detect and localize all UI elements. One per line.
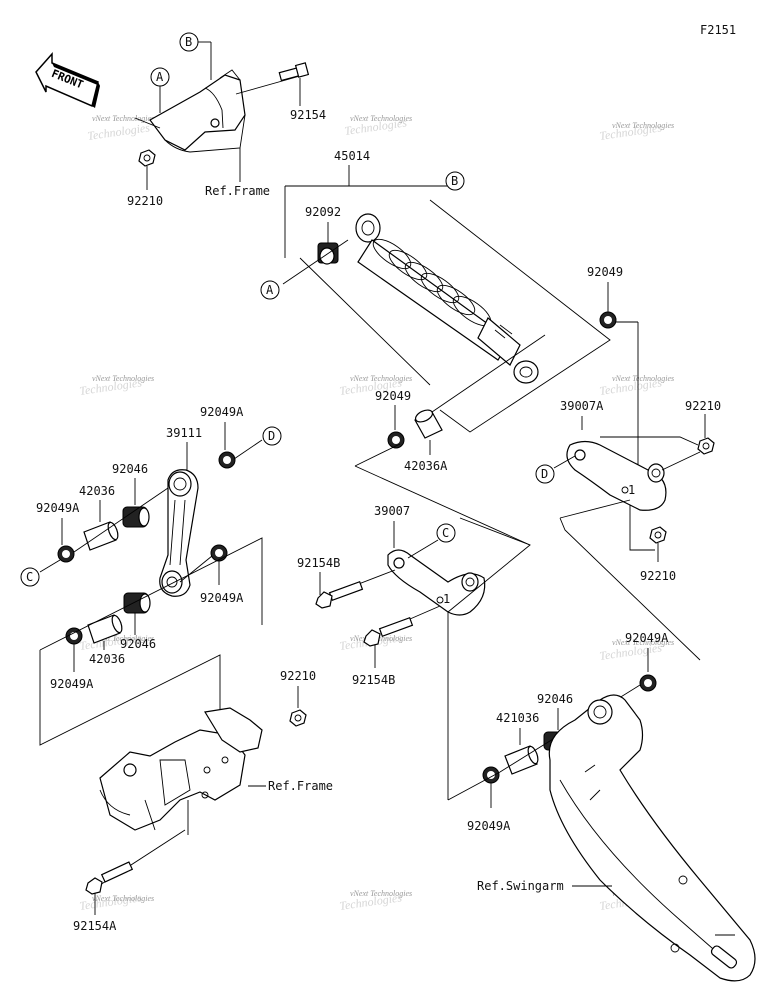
washer-92049A-sw-top [639, 674, 657, 692]
label-42036-lower: 42036 [89, 652, 125, 666]
callout-B-top: B [179, 32, 199, 52]
svg-text:vNext Technologies: vNext Technologies [92, 634, 154, 643]
label-92210-lower: 92210 [280, 669, 316, 683]
svg-text:C: C [442, 526, 449, 540]
callout-C-left: C [20, 567, 40, 587]
label-92049-mid: 92049 [375, 389, 411, 403]
svg-text:A: A [266, 283, 274, 297]
washer-92049A-left [57, 545, 75, 563]
lower-frame-mount [99, 707, 263, 831]
svg-text:vNext Technologies: vNext Technologies [612, 638, 674, 647]
collar-42036-left [83, 521, 119, 551]
label-92049A-lower: 92049A [50, 677, 94, 691]
nut-92210-right2 [649, 526, 667, 544]
label-92049A-sw-top: 92049A [625, 631, 669, 645]
ref-swingarm: Ref.Swingarm [477, 879, 564, 893]
label-42036-left: 42036 [79, 484, 115, 498]
svg-text:B: B [451, 174, 458, 188]
svg-text:vNext Technologies: vNext Technologies [350, 634, 412, 643]
label-92049A-link: 92049A [200, 591, 244, 605]
label-42036A: 42036A [404, 459, 448, 473]
svg-text:D: D [541, 467, 548, 481]
svg-text:1: 1 [628, 483, 635, 497]
svg-text:vNext Technologies: vNext Technologies [92, 894, 154, 903]
label-92049A-sw-bot: 92049A [467, 819, 511, 833]
ref-frame-bottom: Ref.Frame [268, 779, 333, 793]
label-92154B-a: 92154B [297, 556, 340, 570]
bolt-92154A [85, 829, 186, 895]
washer-92049A-sw-bot [482, 766, 500, 784]
svg-text:B: B [185, 35, 192, 49]
svg-text:vNext Technologies: vNext Technologies [350, 889, 412, 898]
svg-text:1: 1 [443, 592, 450, 606]
tie-rod-39007A: 1 [566, 440, 667, 511]
collar-421036 [504, 745, 539, 775]
label-39007A: 39007A [560, 399, 604, 413]
label-39007: 39007 [374, 504, 410, 518]
svg-text:D: D [268, 429, 275, 443]
swingarm [548, 694, 756, 982]
svg-text:vNext Technologies: vNext Technologies [92, 374, 154, 383]
label-92092: 92092 [305, 205, 341, 219]
bolt-92154B-b [363, 605, 441, 647]
label-92046-left: 92046 [112, 462, 148, 476]
svg-text:Technologies: Technologies [86, 120, 151, 143]
svg-text:vNext Technologies: vNext Technologies [350, 114, 412, 123]
label-92210-right: 92210 [685, 399, 721, 413]
label-92154B-b: 92154B [352, 673, 395, 687]
washer-92049-right [599, 311, 617, 329]
label-92210-right2: 92210 [640, 569, 676, 583]
svg-text:vNext Technologies: vNext Technologies [612, 121, 674, 130]
callout-A-top: A [150, 67, 170, 87]
bearing-92046-left [122, 506, 150, 528]
upper-frame-mount [134, 69, 246, 153]
shock-absorber-45014 [355, 213, 539, 384]
label-92046-lower: 92046 [120, 637, 156, 651]
label-92154A: 92154A [73, 919, 117, 933]
svg-text:vNext Technologies: vNext Technologies [350, 374, 412, 383]
callout-D-right: D [535, 464, 555, 484]
washer-92049A-top [218, 451, 236, 469]
label-421036: 421036 [496, 711, 539, 725]
ref-frame-top: Ref.Frame [205, 184, 270, 198]
label-45014: 45014 [334, 149, 370, 163]
diagram-code: F2151 [700, 23, 736, 37]
callout-C-mid: C [436, 523, 456, 543]
label-92046-sw: 92046 [537, 692, 573, 706]
label-39111: 39111 [166, 426, 202, 440]
svg-text:A: A [156, 70, 164, 84]
washer-92049A-link [210, 544, 228, 562]
label-92049-right: 92049 [587, 265, 623, 279]
nut-92210-right [697, 437, 715, 455]
collar-42036A [414, 409, 443, 439]
callout-B-shock: B [445, 171, 465, 191]
bolt-92154-top [235, 62, 310, 95]
label-92049A-top: 92049A [200, 405, 244, 419]
tie-rod-39007: 1 [387, 549, 486, 616]
label-92049A-left: 92049A [36, 501, 80, 515]
nut-92210-top [138, 149, 156, 190]
label-92154-top: 92154 [290, 108, 326, 122]
front-arrow-icon: FRONT [35, 52, 100, 108]
svg-text:vNext Technologies: vNext Technologies [612, 374, 674, 383]
nut-92210-lower [289, 709, 307, 727]
label-92210-top: 92210 [127, 194, 163, 208]
svg-text:C: C [26, 570, 33, 584]
bolt-92154B-a [315, 569, 396, 609]
callout-D-left: D [262, 426, 282, 446]
callout-A-shock: A [260, 280, 280, 300]
link-39111 [159, 469, 199, 597]
svg-text:vNext Technologies: vNext Technologies [92, 114, 154, 123]
